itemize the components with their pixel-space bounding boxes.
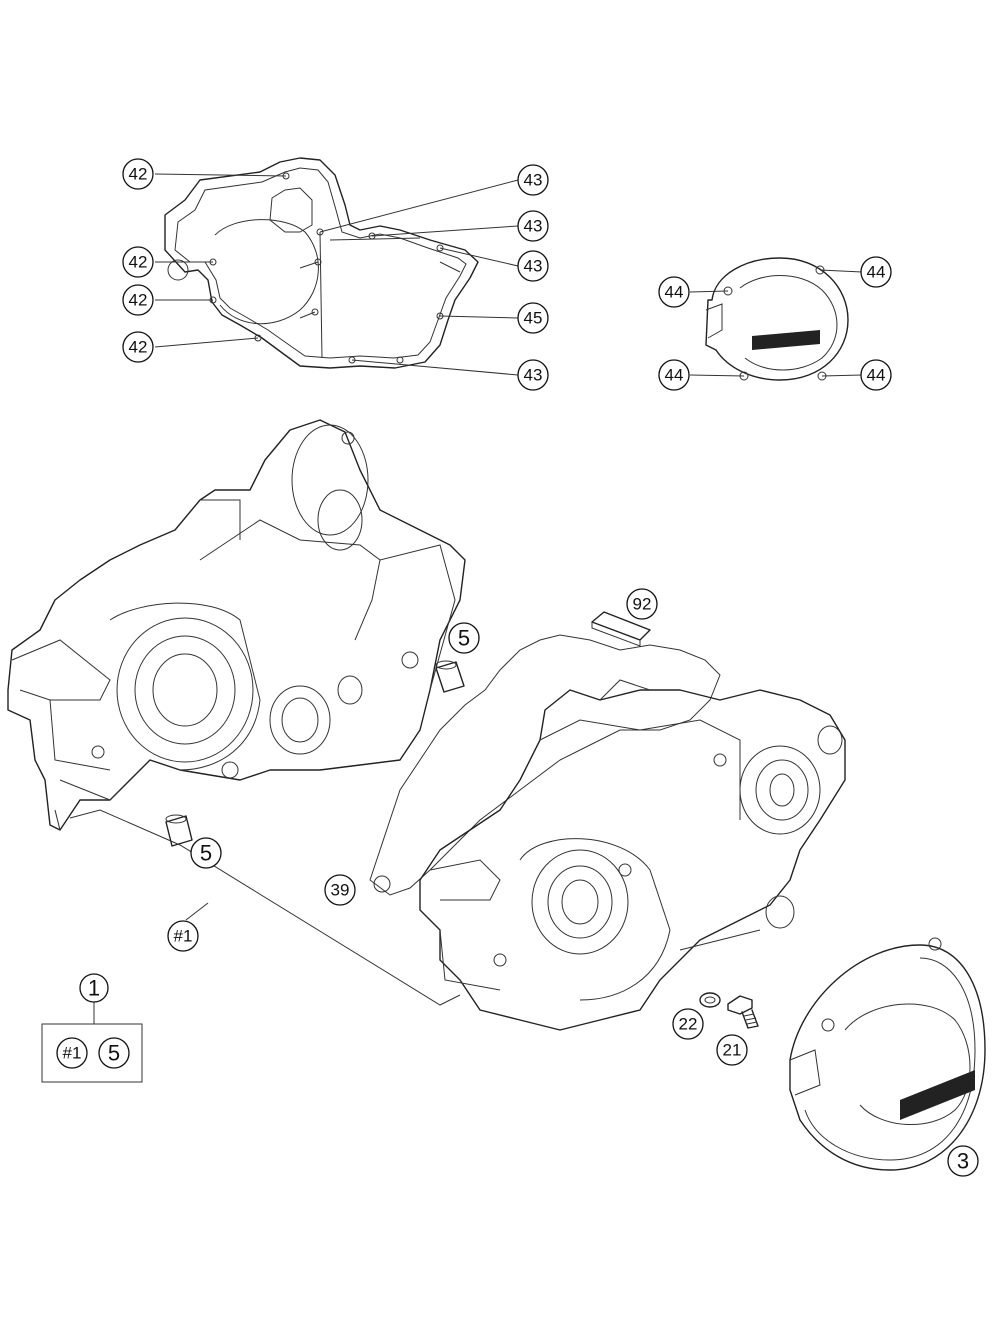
callout-42-third: 42 xyxy=(122,284,154,316)
svg-text:92: 92 xyxy=(633,595,652,614)
svg-text:5: 5 xyxy=(458,626,470,651)
callout-42-bottom: 42 xyxy=(122,331,154,363)
svg-text:44: 44 xyxy=(867,263,886,282)
callout-21: 21 xyxy=(716,1034,748,1066)
callout-44-bottom-left: 44 xyxy=(658,359,690,391)
callout-43-bottom: 43 xyxy=(517,359,549,391)
kit-item-ref-1: #1 xyxy=(56,1037,88,1069)
callout-22: 22 xyxy=(672,1008,704,1040)
svg-text:44: 44 xyxy=(665,366,684,385)
crankcase-gasket-outline xyxy=(164,157,479,369)
kit-item-5: 5 xyxy=(98,1037,130,1069)
svg-text:42: 42 xyxy=(129,165,148,184)
ignition-cover-large xyxy=(789,937,986,1171)
callout-5-lower: 5 xyxy=(190,837,222,869)
svg-text:5: 5 xyxy=(108,1041,120,1066)
callout-43-second: 43 xyxy=(517,210,549,242)
svg-text:42: 42 xyxy=(129,291,148,310)
callout-5-upper: 5 xyxy=(448,622,480,654)
bushing-lower xyxy=(165,814,193,847)
svg-text:43: 43 xyxy=(524,366,543,385)
right-crankcase-gasket xyxy=(369,634,721,896)
svg-text:#1: #1 xyxy=(174,927,193,946)
kit-leader-lines xyxy=(69,809,461,1006)
callout-kit-ref-1: #1 xyxy=(167,920,199,952)
svg-text:43: 43 xyxy=(524,257,543,276)
sealing-ring xyxy=(699,992,721,1008)
callout-44-bottom-right: 44 xyxy=(860,359,892,391)
svg-text:42: 42 xyxy=(129,253,148,272)
svg-text:44: 44 xyxy=(867,366,886,385)
kit-box xyxy=(41,1001,143,1083)
svg-text:43: 43 xyxy=(524,171,543,190)
ignition-cover-small xyxy=(705,257,849,381)
svg-text:22: 22 xyxy=(679,1015,698,1034)
callout-92: 92 xyxy=(626,588,658,620)
svg-text:44: 44 xyxy=(665,283,684,302)
callout-42-second: 42 xyxy=(122,246,154,278)
svg-text:3: 3 xyxy=(957,1149,969,1174)
drain-plug xyxy=(727,995,759,1029)
identification-plate xyxy=(591,611,651,647)
callout-1: 1 xyxy=(79,973,109,1003)
svg-text:42: 42 xyxy=(129,338,148,357)
callout-43-top: 43 xyxy=(517,164,549,196)
callout-45: 45 xyxy=(517,302,549,334)
callout-42-top: 42 xyxy=(122,158,154,190)
svg-text:5: 5 xyxy=(200,841,212,866)
callout-44-top-left: 44 xyxy=(658,276,690,308)
callout-39: 39 xyxy=(324,874,356,906)
cover-leader-lines xyxy=(689,269,863,377)
callout-44-top-right: 44 xyxy=(860,256,892,288)
svg-text:43: 43 xyxy=(524,217,543,236)
svg-text:#1: #1 xyxy=(63,1044,82,1063)
svg-text:39: 39 xyxy=(331,881,350,900)
callout-43-third: 43 xyxy=(517,250,549,282)
svg-text:1: 1 xyxy=(88,976,100,1001)
svg-text:45: 45 xyxy=(524,309,543,328)
gasket-leader-lines xyxy=(154,173,519,376)
svg-text:21: 21 xyxy=(723,1041,742,1060)
left-crankcase-half xyxy=(7,419,466,831)
bushing-upper xyxy=(435,660,465,693)
right-crankcase-half xyxy=(419,679,846,1031)
callout-3: 3 xyxy=(947,1145,979,1177)
